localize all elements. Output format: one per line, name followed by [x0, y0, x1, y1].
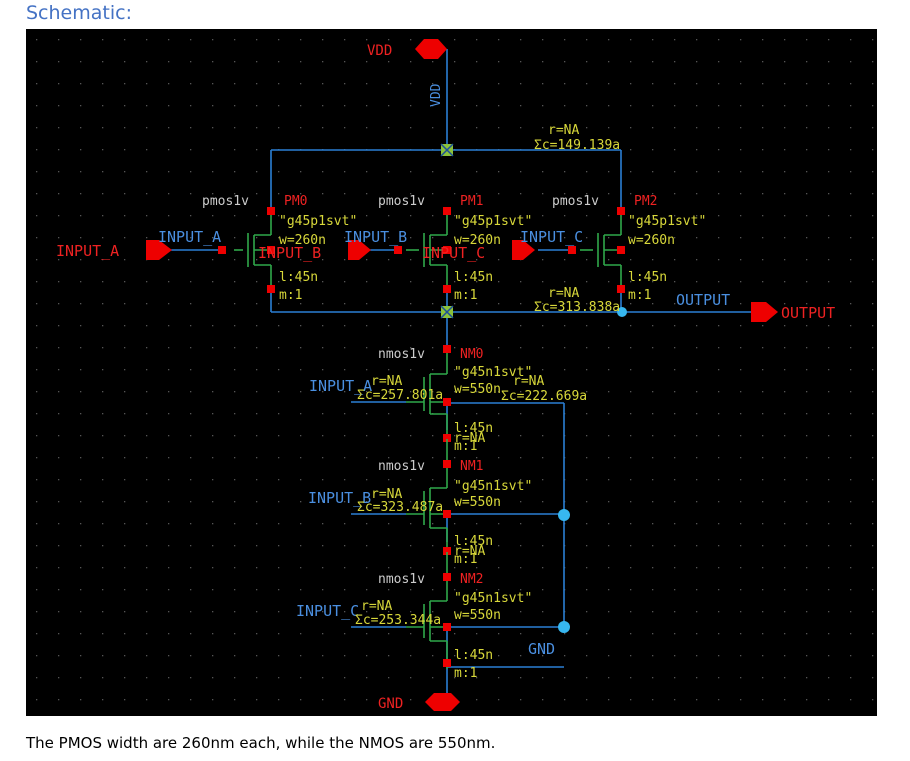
nm2-mult: m:1 — [454, 666, 477, 681]
gnd-junction-dot — [558, 621, 570, 633]
pm0-gate-overlap-label: INPUT_B — [258, 244, 321, 262]
node-probe-out — [440, 305, 454, 319]
n3-node-r: r=NA — [454, 544, 485, 559]
pm1-mult: m:1 — [454, 288, 477, 303]
input-c-pin — [512, 240, 535, 260]
nmos-nm1: nmos1v NM1 "g45n1svt" w=550n l:45n m:1 I… — [308, 439, 532, 567]
pm0-type: pmos1v — [202, 194, 249, 209]
nm1-name: NM1 — [460, 459, 483, 474]
n1-node-c: Σc=222.669a — [501, 389, 587, 404]
pm0-model: "g45p1svt" — [279, 214, 357, 229]
caption-text: The PMOS width are 260nm each, while the… — [26, 734, 496, 752]
pm1-gate-label: INPUT_B — [344, 228, 407, 246]
nm0-width: w=550n — [454, 382, 501, 397]
nmos-nm0: nmos1v NM0 "g45n1svt" w=550n l:45n INPUT… — [309, 345, 532, 442]
n1-node-r: r=NA — [513, 374, 544, 389]
gnd-netlabel: GND — [528, 640, 555, 658]
nmos-nm2: nmos1v NM2 "g45n1svt" w=550n l:45n m:1 I… — [296, 552, 532, 681]
page-heading: Schematic: — [26, 2, 132, 24]
pm0-length: l:45n — [279, 270, 318, 285]
pm2-length: l:45n — [628, 270, 667, 285]
nm0-gate-c: Σc=257.801a — [357, 388, 443, 403]
n2-node-r: r=NA — [454, 431, 485, 446]
nm0-type: nmos1v — [378, 347, 425, 362]
pm0-name: PM0 — [284, 194, 307, 209]
input-a-pin — [146, 240, 172, 260]
nm1-model: "g45n1svt" — [454, 479, 532, 494]
pm1-model: "g45p1svt" — [454, 214, 532, 229]
nm0-length: l:45n — [454, 421, 493, 436]
pm1-name: PM1 — [460, 194, 483, 209]
input-b-pin — [348, 240, 371, 260]
pm2-gate-label: INPUT_C — [520, 228, 583, 246]
output-netlabel: OUTPUT — [676, 291, 730, 309]
output-junction-dot — [617, 307, 627, 317]
nm0-model: "g45n1svt" — [454, 365, 532, 380]
pm1-length: l:45n — [454, 270, 493, 285]
nm2-name: NM2 — [460, 572, 483, 587]
gnd-pin — [425, 693, 460, 711]
nm1-gate-r: r=NA — [371, 487, 402, 502]
pmos-pm2: pmos1v PM2 "g45p1svt" w=260n l:45n m:1 I… — [520, 194, 706, 303]
nm0-mult: m:1 — [454, 439, 477, 454]
top-node-r: r=NA — [548, 123, 579, 138]
pm0-width: w=260n — [279, 233, 326, 248]
nm0-name: NM0 — [460, 347, 483, 362]
nm1-type: nmos1v — [378, 459, 425, 474]
nm1-gate-label: INPUT_B — [308, 489, 371, 507]
nm2-gate-label: INPUT_C — [296, 602, 359, 620]
nm1-mult: m:1 — [454, 552, 477, 567]
nm0-gate-label: INPUT_A — [309, 377, 372, 395]
out-node-r: r=NA — [548, 286, 579, 301]
input-a-pin-label: INPUT_A — [56, 242, 119, 260]
grid-background — [26, 29, 877, 716]
pm0-mult: m:1 — [279, 288, 302, 303]
top-node-c: Σc=149.139a — [534, 138, 620, 153]
vdd-pin — [415, 39, 447, 59]
gnd-pin-label: GND — [378, 696, 403, 712]
nm2-gate-r: r=NA — [361, 599, 392, 614]
pm2-mult: m:1 — [628, 288, 651, 303]
pmos-pm1: pmos1v PM1 "g45p1svt" w=260n l:45n m:1 I… — [344, 194, 532, 303]
out-node-c: Σc=313.838a — [534, 300, 620, 315]
output-pin-label: OUTPUT — [781, 304, 835, 322]
schematic-svg: VDD VDD GND INPUT_A OUTPUT OUTPUT pmos1v… — [26, 29, 877, 716]
schematic-canvas: VDD VDD GND INPUT_A OUTPUT OUTPUT pmos1v… — [26, 29, 877, 716]
output-pin — [751, 302, 778, 322]
node-probe-top — [440, 143, 454, 157]
nm1-width: w=550n — [454, 495, 501, 510]
pm2-type: pmos1v — [552, 194, 599, 209]
vdd-pin-label: VDD — [367, 43, 392, 59]
pm2-model: "g45p1svt" — [628, 214, 706, 229]
pm0-gate-label: INPUT_A — [158, 228, 221, 246]
pm2-name: PM2 — [634, 194, 657, 209]
pmos-pm0: pmos1v PM0 "g45p1svt" w=260n l:45n m:1 I… — [158, 194, 357, 303]
nm0-gate-r: r=NA — [371, 374, 402, 389]
nm2-length: l:45n — [454, 648, 493, 663]
nm2-width: w=550n — [454, 608, 501, 623]
nm2-gate-c: Σc=253.344a — [355, 613, 441, 628]
nm1-gate-c: Σc=323.487a — [357, 500, 443, 515]
nmos-drain-junction-dot — [558, 509, 570, 521]
nm1-length: l:45n — [454, 534, 493, 549]
pm2-width: w=260n — [628, 233, 675, 248]
pm1-width: w=260n — [454, 233, 501, 248]
pm1-type: pmos1v — [378, 194, 425, 209]
nm2-model: "g45n1svt" — [454, 591, 532, 606]
vdd-wire-label: VDD — [429, 83, 444, 107]
pm1-gate-overlap-label: INPUT_C — [422, 244, 485, 262]
nm2-type: nmos1v — [378, 572, 425, 587]
